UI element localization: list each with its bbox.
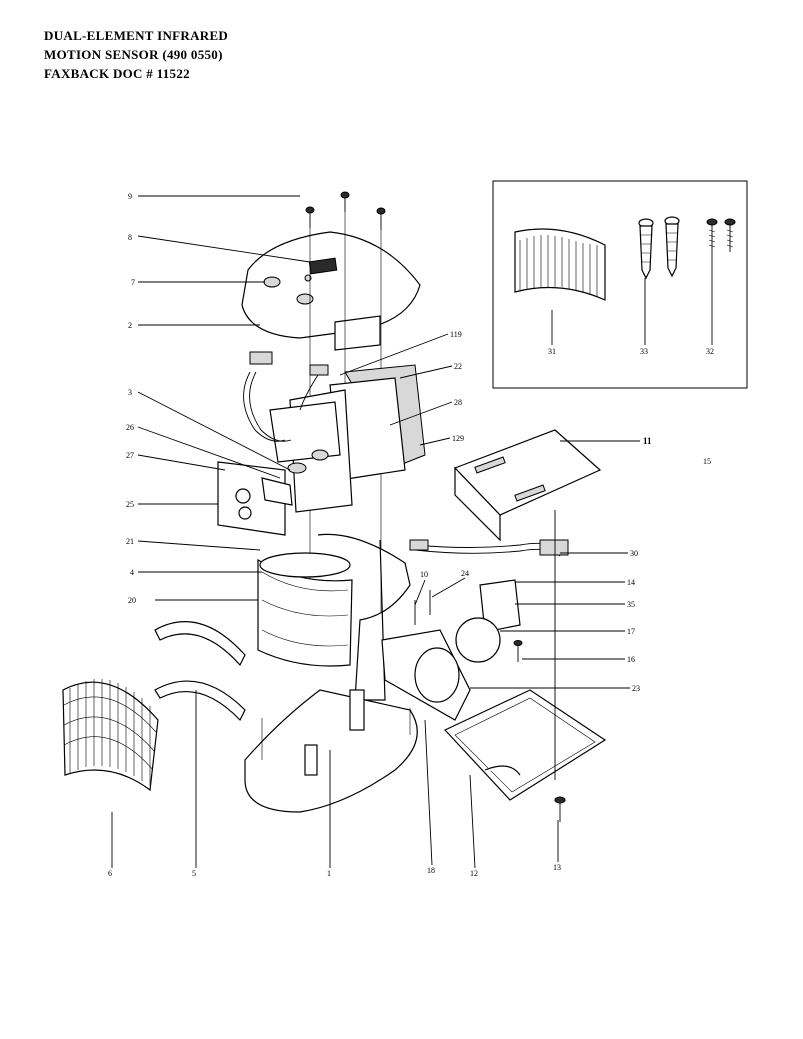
label-24: 24: [461, 569, 469, 578]
label-1: 1: [327, 869, 331, 878]
label-20: 20: [128, 596, 136, 605]
label-35: 35: [627, 600, 635, 609]
part-30-cable: [409, 539, 569, 557]
title-line-1: DUAL-ELEMENT INFRARED: [44, 28, 229, 43]
label-21: 21: [126, 537, 134, 546]
label-30: 30: [630, 549, 638, 558]
label-26: 26: [126, 423, 134, 432]
part-5-lens-rings: [154, 621, 246, 722]
part-32-screws: [706, 218, 736, 252]
label-31: 31: [548, 347, 556, 356]
document-title: DUAL-ELEMENT INFRARED MOTION SENSOR (490…: [44, 26, 228, 83]
label-7: 7: [131, 278, 135, 287]
label-11: 11: [643, 436, 652, 446]
part-2-top-cover: [241, 231, 421, 351]
circuit-board-assembly: [243, 351, 426, 513]
accessory-inset-box: [492, 180, 748, 389]
motor-assembly: [455, 579, 523, 663]
label-5: 5: [192, 869, 196, 878]
label-2: 2: [128, 321, 132, 330]
part-6-lens: [62, 679, 159, 792]
title-line-3: FAXBACK DOC # 11522: [44, 66, 190, 81]
label-18: 18: [427, 866, 435, 875]
label-27: 27: [126, 451, 134, 460]
label-22: 22: [454, 362, 462, 371]
label-28: 28: [454, 398, 462, 407]
part-12-tray: [444, 689, 607, 801]
label-12: 12: [470, 869, 478, 878]
label-32: 32: [706, 347, 714, 356]
part-number-labels: 9 8 7 2 3 26 27 25 21 4 20 119 22 28 129…: [108, 192, 714, 878]
part-13-screw: [554, 796, 566, 822]
main-housing: [257, 533, 411, 701]
label-4: 4: [130, 568, 134, 577]
title-line-2: MOTION SENSOR (490 0550): [44, 47, 223, 62]
label-15: 15: [703, 457, 711, 466]
top-screws: [305, 191, 386, 230]
part-25-bracket: [217, 461, 293, 536]
label-8: 8: [128, 233, 132, 242]
label-119: 119: [450, 330, 462, 339]
label-25: 25: [126, 500, 134, 509]
label-10: 10: [420, 570, 428, 579]
label-9: 9: [128, 192, 132, 201]
label-6: 6: [108, 869, 112, 878]
leader-lines: [111, 195, 713, 869]
part-33-anchors: [638, 216, 680, 280]
part-1-base: [244, 689, 418, 813]
label-16: 16: [627, 655, 635, 664]
part-11-plate: [453, 429, 602, 542]
label-3: 3: [128, 388, 132, 397]
label-13: 13: [553, 863, 561, 872]
label-33: 33: [640, 347, 648, 356]
label-17: 17: [627, 627, 635, 636]
label-129: 129: [452, 434, 464, 443]
label-14: 14: [627, 578, 635, 587]
label-23: 23: [632, 684, 640, 693]
part-18-bracket: [381, 590, 471, 721]
part-31-lens: [514, 228, 606, 301]
